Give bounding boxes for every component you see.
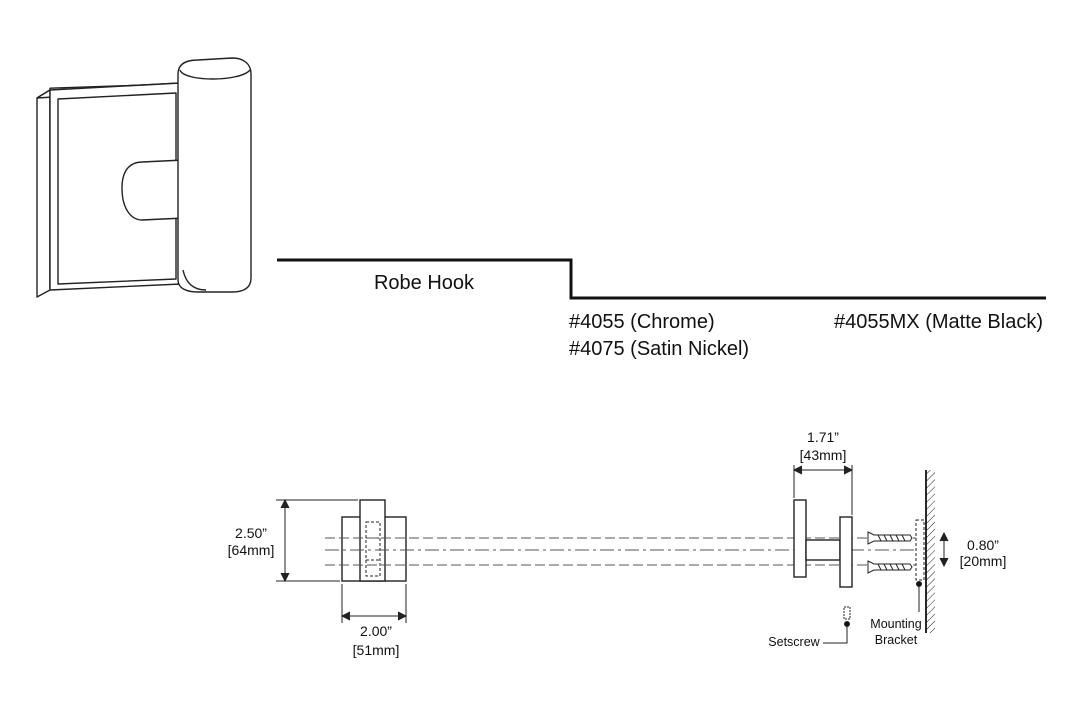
- title-rule: [277, 258, 1046, 300]
- setscrew-icon: [823, 606, 851, 644]
- side-view: [793, 499, 925, 588]
- wall: [925, 470, 935, 633]
- screw-icon: [867, 531, 913, 574]
- projection-dimension: [792, 465, 854, 515]
- front-width-in: 2.00”: [360, 623, 392, 639]
- model-matte-black: #4055MX (Matte Black): [834, 311, 1043, 333]
- bracket-label-line1: Mounting: [870, 617, 921, 631]
- front-width-mm: [51mm]: [353, 642, 400, 658]
- setscrew-label: Setscrew: [768, 635, 820, 649]
- front-height-mm: [64mm]: [228, 542, 275, 558]
- bracket-in: 0.80”: [967, 537, 999, 553]
- bracket-label-line2: Bracket: [875, 633, 918, 647]
- front-height-dimension: [276, 498, 358, 583]
- front-height-in: 2.50”: [235, 525, 267, 541]
- bracket-leader: [916, 581, 922, 612]
- model-satin-nickel: #4075 (Satin Nickel): [569, 338, 749, 360]
- bracket-dimension: [939, 531, 949, 568]
- model-chrome: #4055 (Chrome): [569, 311, 715, 333]
- front-view: [341, 499, 407, 582]
- product-name: Robe Hook: [374, 272, 475, 294]
- front-width-dimension: [340, 584, 408, 623]
- projection-mm: [43mm]: [800, 447, 847, 463]
- robe-hook-illustration: [36, 57, 252, 298]
- bracket-mm: [20mm]: [960, 553, 1007, 569]
- projection-in: 1.71”: [807, 429, 839, 445]
